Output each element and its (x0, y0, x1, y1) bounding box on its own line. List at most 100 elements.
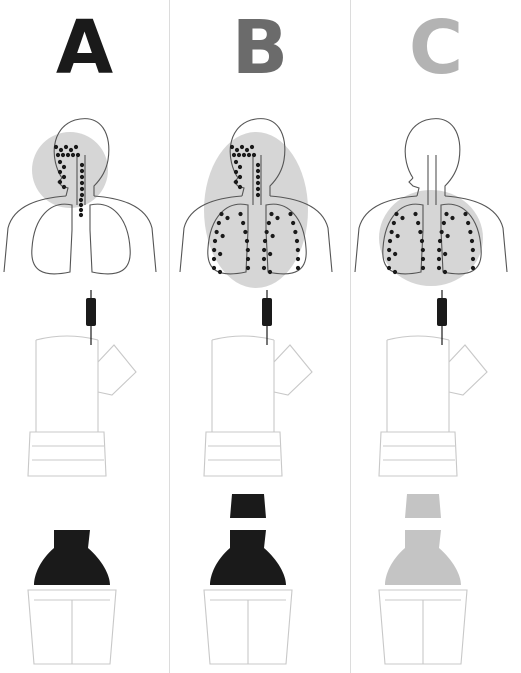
particle (437, 257, 441, 261)
particle (387, 257, 391, 261)
particle (387, 266, 391, 270)
particle (56, 153, 60, 157)
nebulizer-base (28, 432, 106, 476)
particle (390, 230, 394, 234)
particle (446, 234, 450, 238)
medication-cup (204, 590, 292, 664)
nebulizer-mouthpiece (274, 345, 312, 395)
particle (213, 239, 217, 243)
particle (62, 175, 66, 179)
particle (80, 187, 84, 191)
particle (393, 252, 397, 256)
medication-cup (28, 590, 116, 664)
particle (219, 212, 223, 216)
particle (74, 145, 78, 149)
particle (267, 221, 271, 225)
cup-inner-lines (385, 600, 461, 664)
particle (76, 153, 80, 157)
nebulizer-body (28, 336, 136, 476)
particle (421, 257, 425, 261)
particle (262, 266, 266, 270)
particle (275, 216, 279, 220)
adapter-cap-icon (405, 494, 441, 518)
particle (79, 198, 83, 202)
nebulizer-body (379, 336, 487, 476)
particle (252, 153, 256, 157)
particle (416, 221, 420, 225)
nebulizer-mouthpiece (449, 345, 487, 395)
cone-adapter-icon (34, 530, 110, 585)
particle (262, 257, 266, 261)
particle (387, 248, 391, 252)
particle (256, 175, 260, 179)
particle (393, 270, 397, 274)
particle (396, 234, 400, 238)
particle (80, 163, 84, 167)
particle (80, 169, 84, 173)
nebulizer-mouthpiece (98, 345, 136, 395)
particle (69, 148, 73, 152)
nebulizer-chamber (36, 336, 98, 432)
particle (79, 213, 83, 217)
particle (66, 153, 70, 157)
particle (238, 175, 242, 179)
particle (54, 145, 58, 149)
cup-inner-lines (34, 600, 110, 664)
particle (420, 239, 424, 243)
particle (262, 248, 266, 252)
shoulders-outline (4, 196, 156, 272)
particle (271, 234, 275, 238)
particle (471, 266, 475, 270)
particle (250, 145, 254, 149)
particle (437, 266, 441, 270)
particle (413, 212, 417, 216)
particle (256, 181, 260, 185)
particle (242, 153, 246, 157)
particle (418, 230, 422, 234)
particle (256, 187, 260, 191)
particle (246, 248, 250, 252)
particle (246, 266, 250, 270)
panel-a-illustration (0, 0, 169, 673)
nebulizer-base (204, 432, 282, 476)
particle (62, 165, 66, 169)
particle (61, 153, 65, 157)
nebulizer-base-rings (383, 446, 455, 460)
particle (230, 145, 234, 149)
particle (234, 170, 238, 174)
particle (421, 266, 425, 270)
particle (212, 266, 216, 270)
right-lung-outline (90, 204, 130, 274)
particle (212, 248, 216, 252)
particle (269, 212, 273, 216)
particle (234, 160, 238, 164)
particle (243, 230, 247, 234)
nebulizer-base-rings (32, 446, 104, 460)
panel-a: A (0, 0, 169, 673)
particle (471, 248, 475, 252)
particle (421, 248, 425, 252)
particle (256, 169, 260, 173)
head-outline (405, 119, 460, 196)
particle (296, 266, 300, 270)
nebulizer-chamber (212, 336, 274, 432)
particle (80, 181, 84, 185)
particle (240, 145, 244, 149)
particle (79, 203, 83, 207)
particle (471, 257, 475, 261)
particle (232, 153, 236, 157)
particle (296, 248, 300, 252)
left-lung-outline (32, 204, 72, 274)
particle (62, 185, 66, 189)
particle (288, 212, 292, 216)
particle (470, 239, 474, 243)
nebulizer-base-rings (208, 446, 280, 460)
particle (246, 257, 250, 261)
particle (64, 145, 68, 149)
particle (58, 180, 62, 184)
panel-b-illustration (170, 0, 350, 673)
particle (80, 175, 84, 179)
particle (268, 252, 272, 256)
particle (400, 216, 404, 220)
panel-c: C (351, 0, 521, 673)
